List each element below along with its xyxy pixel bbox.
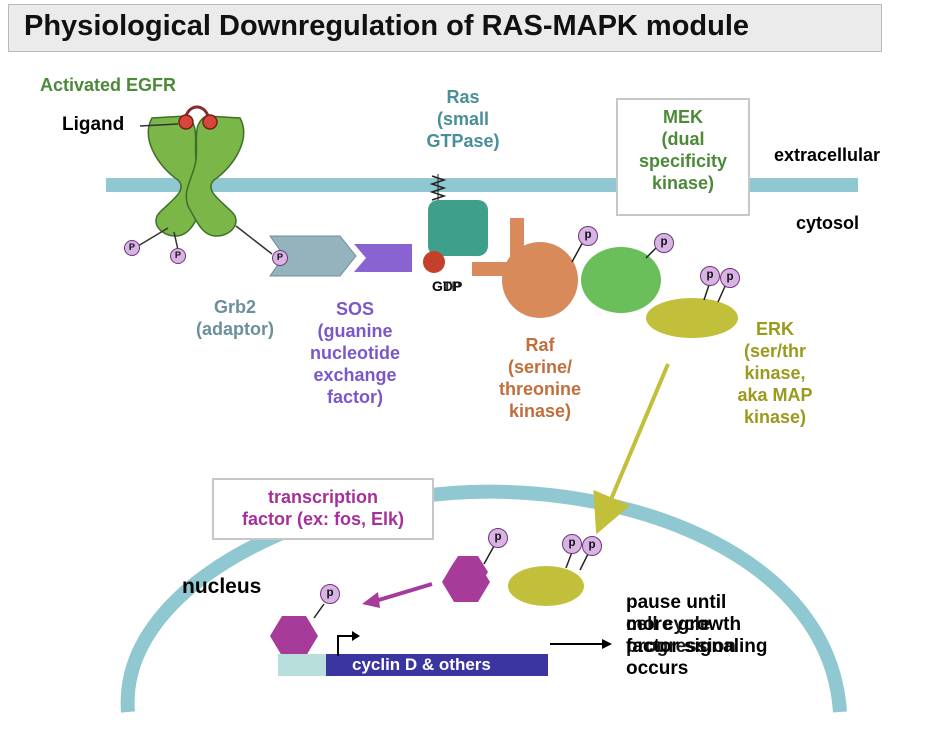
- phosphate-icon: p: [582, 536, 602, 556]
- mek-kinase: [581, 247, 661, 313]
- raf-kinase: [502, 242, 578, 318]
- ligand-label: Ligand: [62, 114, 125, 135]
- transcription-start-arrow: [337, 635, 358, 656]
- egfr-receptor: [137, 105, 273, 255]
- mek-label-box: [616, 98, 750, 216]
- grb2-label: Grb2(adaptor): [196, 297, 274, 339]
- extracellular-label: extracellular: [774, 145, 881, 165]
- ras-gtpase: [428, 200, 488, 256]
- cytosol-label: cytosol: [796, 213, 860, 233]
- ras-anchor-icon: [429, 175, 447, 201]
- erk-to-nucleus-arrow: [593, 363, 670, 535]
- phosphate-icon: p: [562, 534, 582, 554]
- tf-translocation-arrow: [371, 582, 433, 604]
- nucleus-label: nucleus: [182, 575, 262, 598]
- transcription-factor-box: [212, 478, 434, 540]
- phosphate-icon: p: [578, 226, 598, 246]
- phosphate-icon: P: [272, 250, 288, 266]
- phosphate-icon: p: [654, 233, 674, 253]
- phosphate-icon: p: [720, 268, 740, 288]
- gdp-ball: [423, 251, 445, 273]
- promoter-region: [278, 654, 326, 676]
- phosphate-icon: P: [124, 240, 140, 256]
- erk-in-nucleus: [508, 566, 584, 606]
- erk-kinase: [646, 298, 738, 338]
- title-box: [8, 4, 882, 52]
- page-title: Physiological Downregulation of RAS-MAPK…: [24, 10, 750, 42]
- phosphate-icon: P: [170, 248, 186, 264]
- nuclear-envelope: [120, 484, 847, 713]
- phosphate-icon: p: [488, 528, 508, 548]
- gene-bar: [326, 654, 548, 676]
- sos-gef: [354, 244, 412, 272]
- ligand-left-icon: [178, 114, 194, 130]
- egfr-label: Activated EGFR: [40, 75, 177, 95]
- gene-label: cyclin D & others: [352, 655, 491, 674]
- phosphate-icon: p: [320, 584, 340, 604]
- gtp-label: GTP: [432, 278, 461, 294]
- phosphate-icon: p: [700, 266, 720, 286]
- tf-on-dna: [270, 616, 318, 656]
- tf-hexagon: [442, 562, 490, 602]
- ligand-right-icon: [202, 114, 218, 130]
- gdp-label: GDP: [432, 278, 463, 294]
